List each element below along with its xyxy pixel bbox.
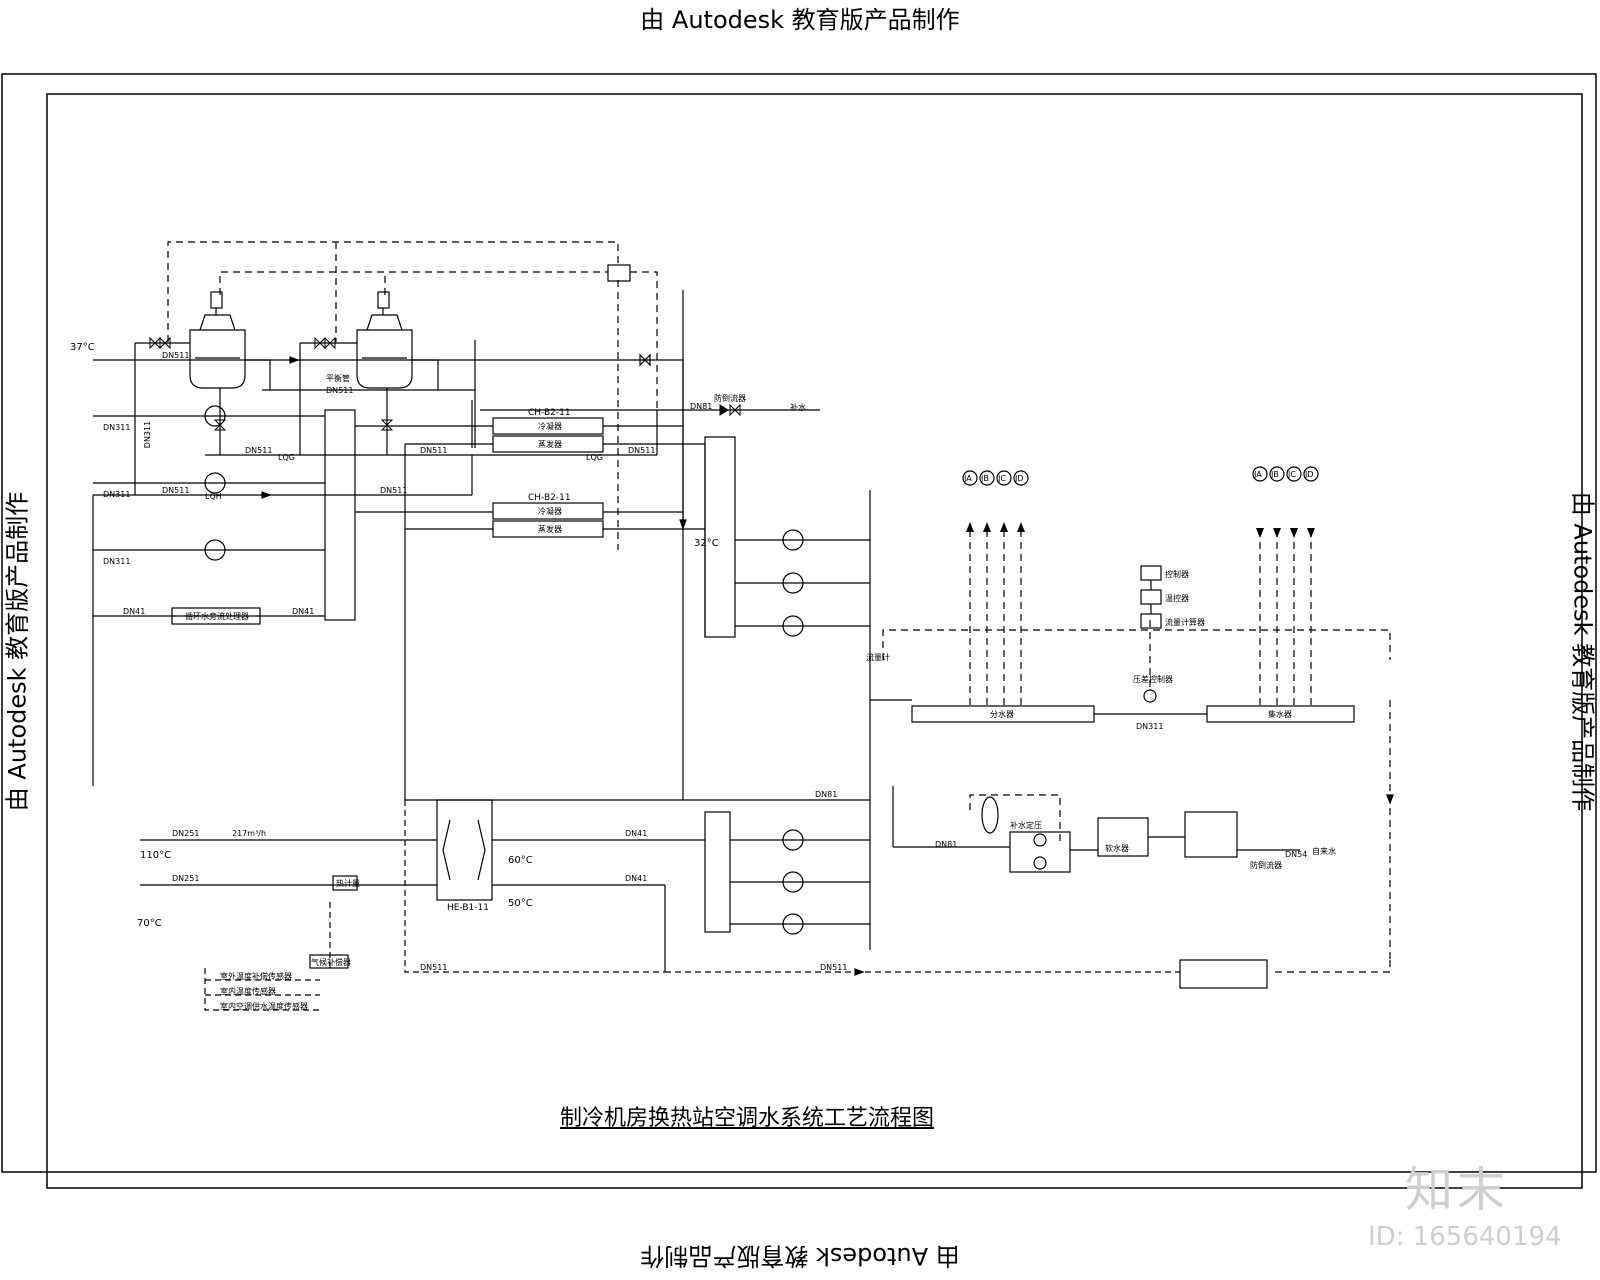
label-branch-jb-r: JB (1271, 470, 1279, 479)
label-dn511-i: DN511 (820, 963, 848, 972)
label-lqh: LQH (205, 492, 222, 501)
water-treater (171, 607, 261, 625)
label-branch-ja-s: JA (964, 474, 972, 483)
label-60c: 60°C (508, 855, 533, 866)
label-dn41-c: DN41 (625, 829, 648, 838)
label-branch-jd-s: JD (1015, 474, 1024, 483)
label-dn311-r3: DN311 (103, 557, 131, 566)
makeup-unit (1009, 831, 1071, 873)
cooling-tower-2 (356, 291, 413, 389)
label-branch-jd-r: JD (1305, 470, 1314, 479)
label-sensor3: 室内空调供水温度传感器 (220, 1002, 308, 1011)
label-32c: 32°C (694, 538, 719, 549)
label-branch-jb-s: JB (981, 474, 989, 483)
label-branch-jc-r: JC (1288, 470, 1296, 479)
label-50c: 50°C (508, 898, 533, 909)
label-soft-tank: 软水器 (1105, 844, 1129, 853)
heat-exchanger (436, 799, 493, 901)
label-dn511-f: DN511 (162, 351, 190, 360)
label-dn511-b: DN511 (420, 446, 448, 455)
label-dn511-g: DN511 (326, 386, 354, 395)
label-dn311-r2: DN311 (103, 490, 131, 499)
label-evap1: 蒸发器 (538, 440, 562, 449)
label-dn251-a: DN251 (172, 829, 200, 838)
site-logo: 知末 (1405, 1162, 1510, 1218)
filter-unit (1179, 959, 1268, 989)
pump-rows-left (93, 405, 325, 625)
label-return-header: 集水器 (1268, 710, 1292, 719)
label-110c: 110°C (140, 850, 172, 861)
valves-tower (149, 336, 741, 431)
label-cond1: 冷凝器 (538, 422, 562, 431)
chiller-2-condenser (492, 502, 604, 520)
label-dn511-d: DN511 (162, 486, 190, 495)
cooling-tower-1 (189, 291, 246, 389)
label-pressure-valve: 压差控制器 (1133, 675, 1173, 684)
label-dn311-r1: DN311 (103, 423, 131, 432)
label-water-treater: 循环水旁流处理器 (185, 612, 249, 621)
label-37c: 37°C (70, 342, 95, 353)
label-dn41-b: DN41 (292, 607, 315, 616)
label-branch-jc-s: JC (998, 474, 1006, 483)
diagram-title: 制冷机房换热站空调水系统工艺流程图 (560, 1106, 935, 1131)
label-evap2: 蒸发器 (538, 525, 562, 534)
label-ctrl1: 控制器 (1165, 570, 1189, 579)
label-dn511-c: DN511 (628, 446, 656, 455)
watermark-top: 由 Autodesk 教育版产品制作 (640, 6, 960, 34)
label-dn511-h: DN511 (420, 963, 448, 972)
label-dn41-a: DN41 (123, 607, 146, 616)
inner-frame (46, 93, 1583, 1189)
heat-meter-box (332, 875, 358, 891)
label-ch2: CH-B2-11 (528, 493, 571, 503)
label-flowmeter: 流量计 (866, 653, 890, 662)
outer-frame (1, 73, 1597, 1173)
label-heat-meter: 热计量 (336, 879, 360, 888)
label-backflow: 防倒流器 (714, 394, 746, 403)
label-dn511-a: DN511 (245, 446, 273, 455)
label-lqg-a: LQG (278, 453, 295, 462)
header-left (324, 409, 356, 621)
label-dn511-e: DN511 (380, 486, 408, 495)
label-he: HE-B1-11 (447, 903, 489, 913)
chw-pumps (735, 490, 871, 950)
branch-circles (962, 466, 1319, 486)
climate-ctrl-box (309, 954, 349, 969)
softener (1184, 811, 1238, 858)
label-dn54: DN54 (1285, 850, 1308, 859)
label-climate-ctrl: 气候补偿器 (311, 958, 351, 967)
label-ch1: CH-B2-11 (528, 408, 571, 418)
label-dn41-d: DN41 (625, 874, 648, 883)
label-cond2: 冷凝器 (538, 507, 562, 516)
label-sensor2: 室内温度传感器 (220, 987, 276, 996)
label-sensor1: 室外温度补偿传感器 (220, 972, 292, 981)
label-dn311-bypass: DN311 (1136, 722, 1164, 731)
asset-id: ID: 165640194 (1368, 1222, 1562, 1252)
label-dn311-tower: DN311 (143, 420, 153, 449)
label-ctrl3: 流量计算器 (1165, 618, 1205, 627)
label-dn81-c: DN81 (935, 840, 958, 849)
label-balance: 平衡管 (326, 374, 350, 383)
label-dn81-b: DN81 (815, 790, 838, 799)
header-hot (704, 811, 731, 933)
label-makeup-tank: 补水定压 (1010, 821, 1042, 830)
label-ctrl2: 温控器 (1165, 594, 1189, 603)
control-box-top (607, 264, 631, 282)
label-branch-ja-r: JA (1254, 470, 1262, 479)
label-dn251-b: DN251 (172, 874, 200, 883)
expansion-tank (981, 796, 999, 834)
label-lqg-b: LQG (586, 453, 603, 462)
label-flow-rate: 217m³/h (232, 829, 267, 838)
label-tap-water: 自来水 (1312, 847, 1336, 856)
label-70c: 70°C (137, 918, 162, 929)
label-supply-header: 分水器 (990, 710, 1014, 719)
hw-pumps (730, 829, 870, 935)
branch-arrows (966, 522, 1315, 538)
label-backflow2: 防倒流器 (1250, 861, 1282, 870)
label-makeup-water: 补水 (790, 403, 806, 412)
label-dn81: DN81 (690, 402, 713, 411)
